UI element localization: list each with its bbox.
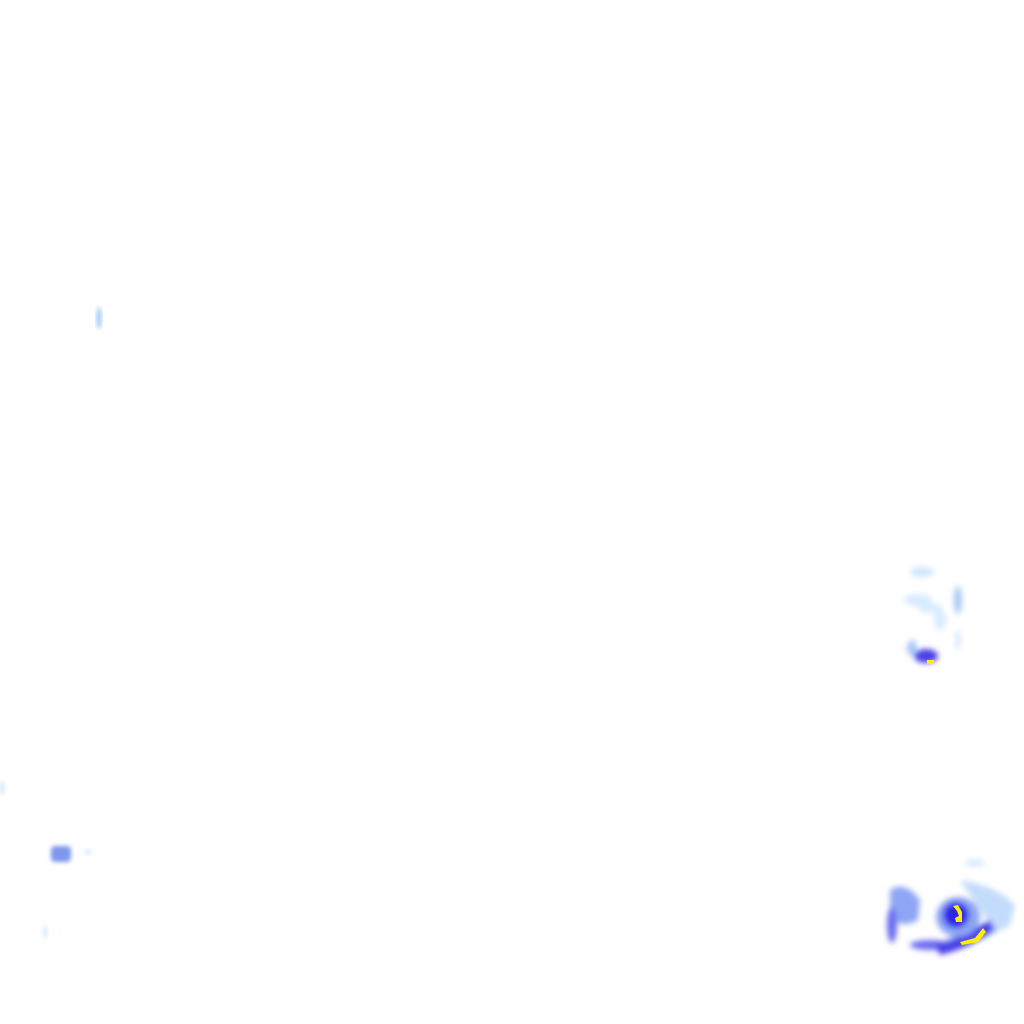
storm-cell-east bbox=[904, 567, 962, 664]
storm-cell-southeast bbox=[887, 859, 1015, 955]
echo-left-lower bbox=[0, 780, 92, 938]
echo-left-upper bbox=[96, 307, 102, 329]
